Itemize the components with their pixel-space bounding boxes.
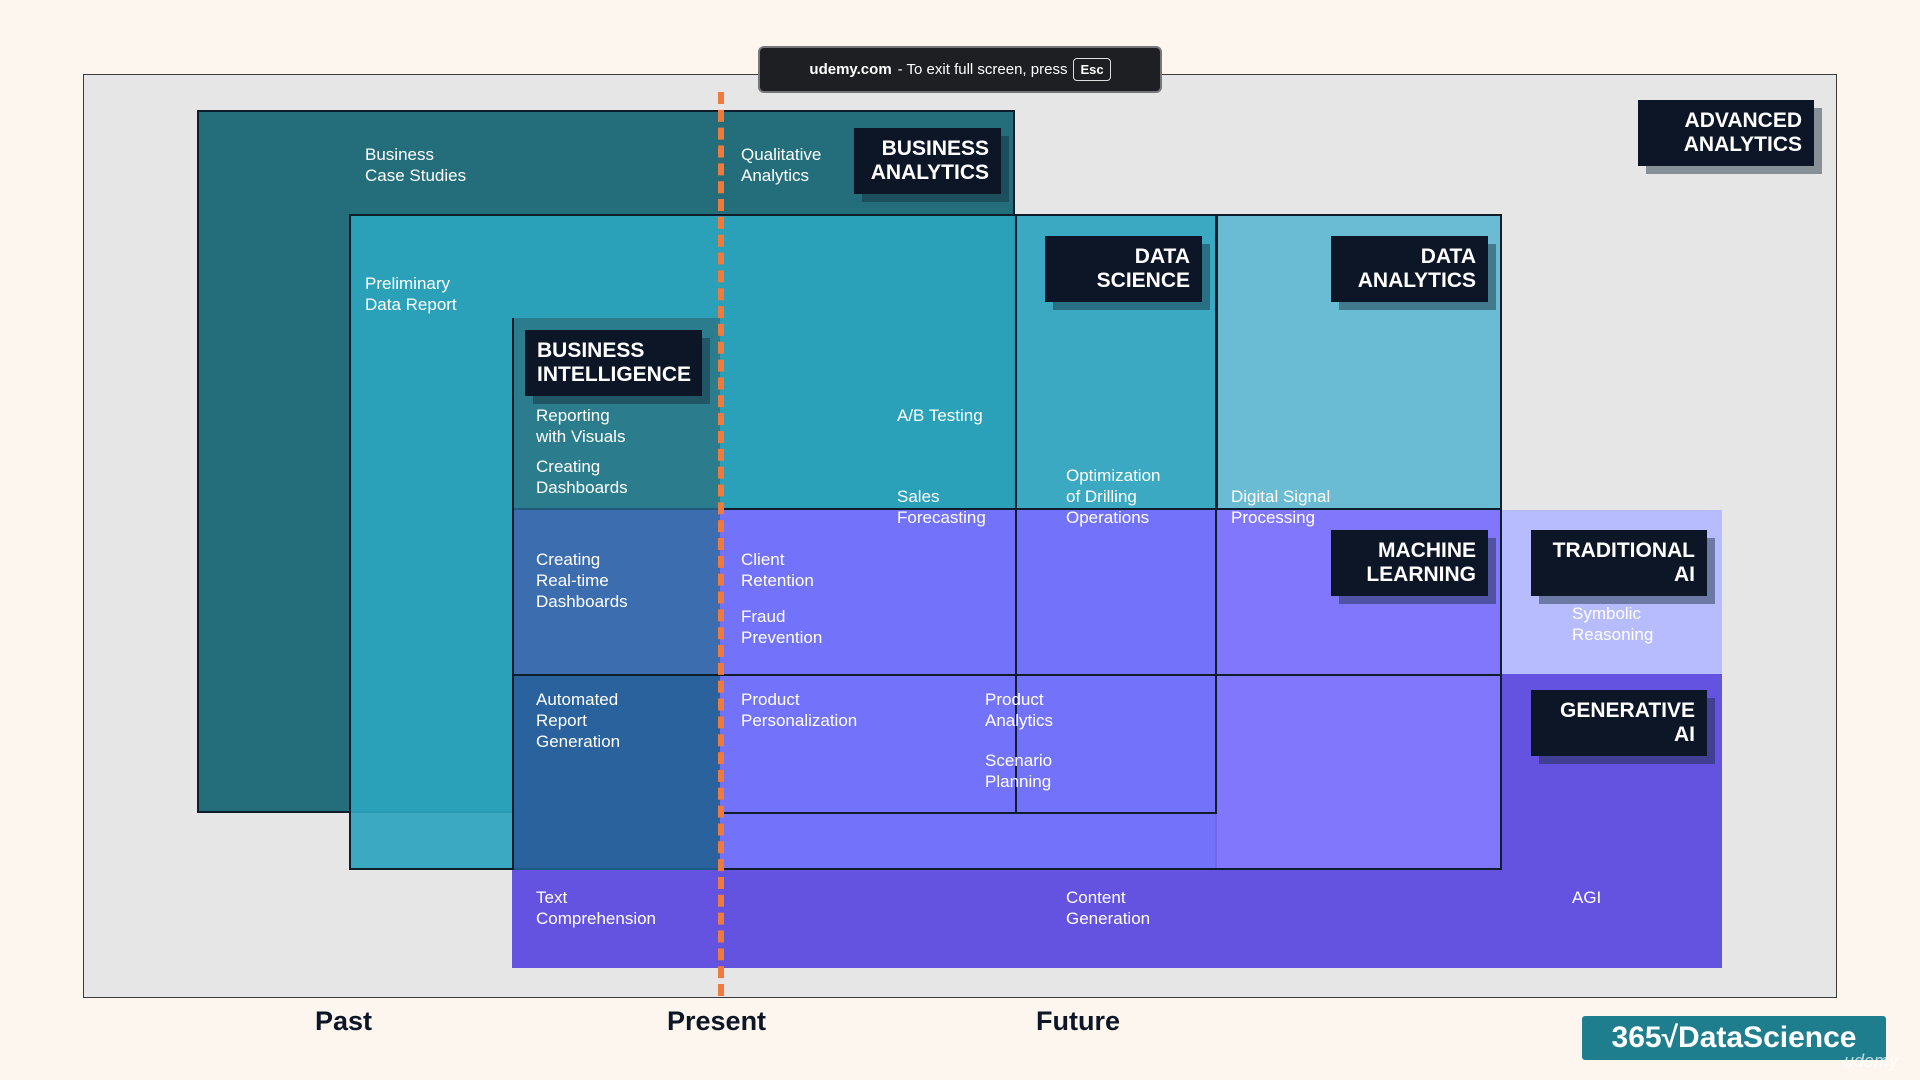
item-digital-signal-processing: Digital Signal Processing [1231, 487, 1331, 527]
item-text-comprehension: Text Comprehension [536, 888, 657, 928]
item-agi: AGI [1572, 888, 1602, 907]
label-business-analytics: BUSINESS ANALYTICS [854, 128, 1001, 194]
item-business-case-studies: Business Case Studies [365, 145, 467, 185]
item-creating-dashboards: Creating Dashboards [536, 457, 628, 497]
item-automated-report-generation: Automated Report Generation [536, 690, 621, 751]
toast-site: udemy.com [809, 61, 892, 78]
axis-present: Present [667, 1006, 767, 1036]
item-sales-forecasting: Sales Forecasting [897, 487, 986, 527]
label-data-analytics: DATA ANALYTICS [1331, 236, 1488, 302]
item-optimization-of-drilling: Optimization of Drilling Operations [1066, 466, 1161, 527]
axis-past: Past [315, 1006, 373, 1036]
label-business-intelligence: BUSINESS INTELLIGENCE [525, 330, 702, 396]
divider-bi-left [512, 318, 514, 870]
label-generative-ai: GENERATIVE AI [1531, 690, 1707, 756]
item-reporting-with-visuals: Reporting with Visuals [536, 406, 626, 446]
fullscreen-toast: udemy.com - To exit full screen, press E… [758, 46, 1162, 93]
divider-ba-right [1015, 214, 1017, 814]
item-fraud-prevention: Fraud Prevention [741, 607, 823, 647]
brand-logo: 365√DataScience [1582, 1016, 1886, 1060]
present-line [718, 92, 724, 996]
label-advanced-analytics: ADVANCED ANALYTICS [1638, 100, 1814, 166]
item-qualitative-analytics: Qualitative Analytics [741, 145, 822, 185]
toast-message: - To exit full screen, press [897, 61, 1068, 78]
item-symbolic-reasoning: Symbolic Reasoning [1572, 604, 1654, 644]
item-ab-testing: A/B Testing [897, 406, 983, 425]
label-traditional-ai: TRADITIONAL AI [1531, 530, 1707, 596]
item-content-generation: Content Generation [1066, 888, 1151, 928]
udemy-watermark: udemy [1843, 1051, 1898, 1071]
label-machine-learning: MACHINE LEARNING [1331, 530, 1488, 596]
item-client-retention: Client Retention [741, 550, 814, 590]
item-scenario-planning: Scenario Planning [985, 751, 1053, 791]
business-intelligence-overlap-lower [512, 674, 720, 870]
esc-key-badge[interactable]: Esc [1073, 58, 1111, 81]
divider-ba-bottom [720, 812, 1217, 814]
axis-future: Future [1036, 1006, 1120, 1036]
divider-ml-bottom [512, 674, 1502, 676]
item-product-personalization: Product Personalization [741, 690, 858, 730]
item-product-analytics: Product Analytics [985, 690, 1054, 730]
label-data-science: DATA SCIENCE [1045, 236, 1202, 302]
generative-ai-bottom-region [512, 870, 1502, 968]
item-realtime-dashboards: Creating Real-time Dashboards [536, 550, 628, 611]
divider-da-left [1215, 214, 1217, 814]
item-preliminary-data-report: Preliminary Data Report [365, 274, 457, 314]
